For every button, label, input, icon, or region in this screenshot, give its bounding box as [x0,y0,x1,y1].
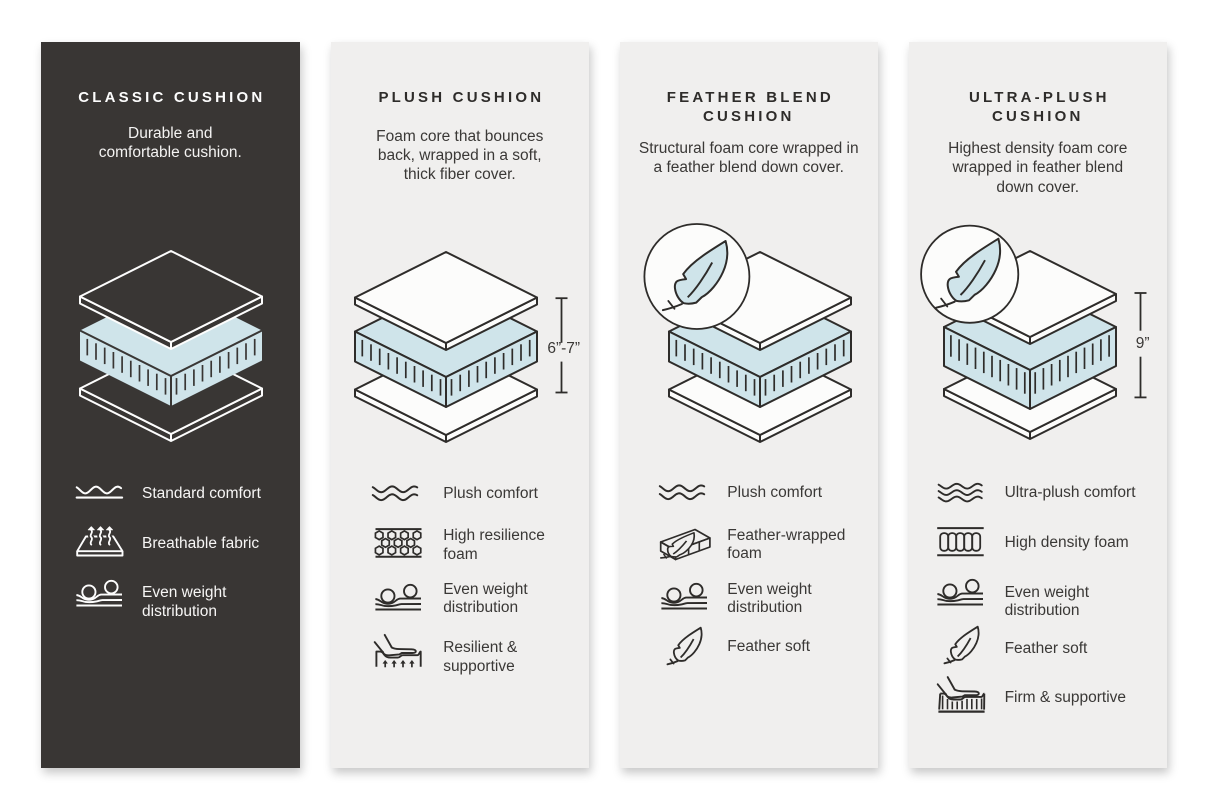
svg-text:6”-7”: 6”-7” [547,340,580,357]
svg-text:9”: 9” [1136,335,1150,352]
